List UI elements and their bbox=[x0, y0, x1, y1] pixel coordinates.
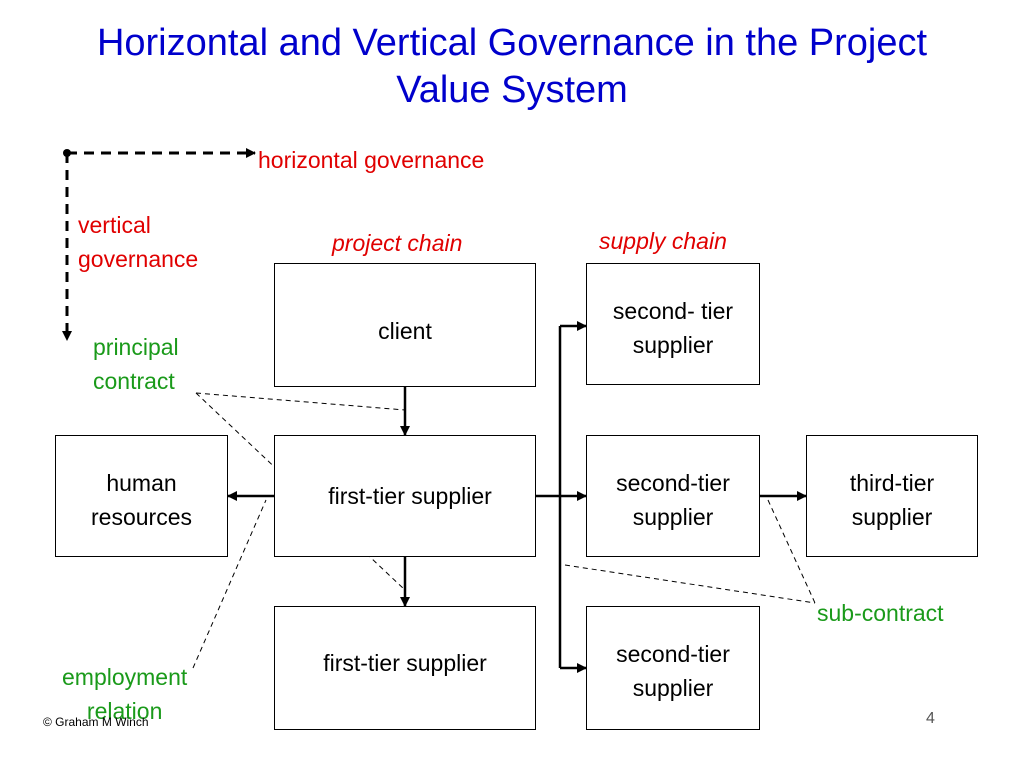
employment-relation-line-2: relation bbox=[86, 698, 163, 724]
second-tier-top-line-2: supplier bbox=[632, 332, 714, 358]
supply-chain-heading: supply chain bbox=[599, 228, 727, 254]
second-tier-supplier-top-box: second- tier supplier bbox=[586, 263, 760, 385]
project-chain-heading: project chain bbox=[332, 230, 463, 256]
copyright-notice: © Graham M Winch bbox=[43, 715, 149, 729]
second-tier-mid-line-1: second-tier bbox=[616, 470, 730, 496]
title-line-1: Horizontal and Vertical Governance in th… bbox=[96, 22, 928, 64]
third-tier-line-2: supplier bbox=[851, 504, 933, 530]
first-tier-supplier-bottom-box: first-tier supplier bbox=[274, 606, 536, 730]
first-tier-supplier-label: first-tier supplier bbox=[328, 483, 492, 509]
subcontract-pointer-2 bbox=[767, 499, 816, 604]
human-resources-line-2: resources bbox=[91, 504, 192, 530]
second-tier-top-line-1: second- tier bbox=[612, 298, 734, 324]
vertical-governance-line-2: governance bbox=[78, 246, 199, 272]
vertical-governance-line-1: vertical bbox=[78, 212, 151, 238]
second-tier-bottom-line-2: supplier bbox=[632, 675, 714, 701]
employment-relation-line-1: employment bbox=[62, 664, 188, 690]
human-resources-line-1: human bbox=[106, 470, 177, 496]
human-resources-box: human resources bbox=[55, 435, 228, 557]
horizontal-governance-label: horizontal governance bbox=[258, 147, 485, 173]
principal-contract-line-1: principal bbox=[93, 334, 179, 360]
subcontract-label: sub-contract bbox=[817, 600, 944, 626]
second-tier-supplier-bottom-box: second-tier supplier bbox=[586, 606, 760, 730]
principal-contract-pointer-2 bbox=[195, 392, 406, 591]
title-line-2: Value System bbox=[396, 69, 628, 111]
subcontract-pointer-1 bbox=[564, 564, 816, 604]
second-tier-bottom-line-1: second-tier bbox=[616, 641, 730, 667]
first-tier-supplier-bottom-label: first-tier supplier bbox=[323, 650, 487, 676]
second-tier-mid-line-2: supplier bbox=[632, 504, 714, 530]
employment-relation-pointer bbox=[192, 499, 267, 669]
page-title: Horizontal and Vertical Governance in th… bbox=[0, 20, 1024, 114]
page-number: 4 bbox=[926, 710, 935, 727]
third-tier-line-1: third-tier bbox=[849, 470, 935, 496]
client-box: client bbox=[274, 263, 536, 387]
principal-contract-pointer-1 bbox=[195, 392, 406, 411]
principal-contract-label: principal contract bbox=[93, 330, 179, 398]
first-tier-supplier-box: first-tier supplier bbox=[274, 435, 536, 557]
employment-relation-label: employment relation bbox=[62, 660, 187, 728]
principal-contract-line-2: contract bbox=[93, 368, 175, 394]
vertical-governance-label: vertical governance bbox=[78, 208, 198, 276]
second-tier-supplier-mid-box: second-tier supplier bbox=[586, 435, 760, 557]
client-label: client bbox=[378, 318, 432, 344]
third-tier-supplier-box: third-tier supplier bbox=[806, 435, 978, 557]
